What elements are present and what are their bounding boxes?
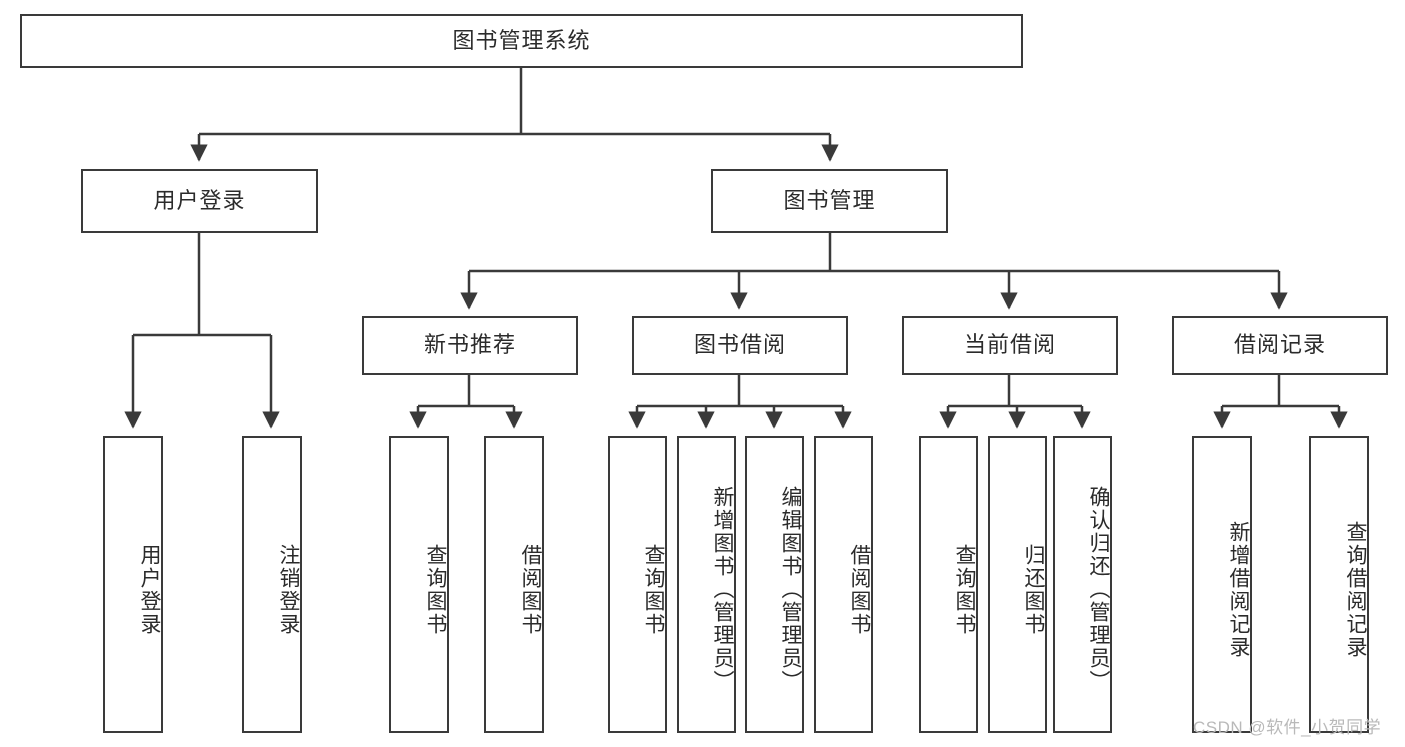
leaf-user-login-signin-label: 用户登录 <box>138 543 161 636</box>
leaf-current-return-book-label: 归还图书 <box>1022 543 1045 636</box>
watermark-csdn: CSDN @软件_小贺同学 <box>1193 718 1382 737</box>
node-book-management[interactable]: 图书管理 <box>711 169 948 233</box>
node-borrow-records-label: 借阅记录 <box>1233 332 1326 358</box>
node-current-borrow[interactable]: 当前借阅 <box>902 316 1118 375</box>
node-new-book-recommend-label: 新书推荐 <box>423 332 516 358</box>
leaf-user-login-signin[interactable]: 用户登录 <box>103 436 163 733</box>
node-root[interactable]: 图书管理系统 <box>20 14 1023 68</box>
node-current-borrow-label: 当前借阅 <box>963 332 1056 358</box>
leaf-records-query-record[interactable]: 查询借阅记录 <box>1309 436 1369 733</box>
leaf-borrow-query-book-label: 查询图书 <box>642 543 665 636</box>
node-user-login-label: 用户登录 <box>153 187 246 213</box>
leaf-borrow-borrow-book[interactable]: 借阅图书 <box>814 436 873 733</box>
leaf-borrow-query-book[interactable]: 查询图书 <box>608 436 667 733</box>
leaf-borrow-add-book-admin[interactable]: 新增图书（管理员） <box>677 436 736 733</box>
leaf-user-login-signout-label: 注销登录 <box>277 543 300 636</box>
node-borrow-records[interactable]: 借阅记录 <box>1172 316 1388 375</box>
node-book-borrow-label: 图书借阅 <box>693 332 786 358</box>
leaf-new-book-query-label: 查询图书 <box>424 543 447 636</box>
leaf-current-confirm-return-admin-label: 确认归还（管理员） <box>1087 486 1110 693</box>
leaf-new-book-borrow[interactable]: 借阅图书 <box>484 436 544 733</box>
leaf-current-return-book[interactable]: 归还图书 <box>988 436 1047 733</box>
node-book-borrow[interactable]: 图书借阅 <box>632 316 848 375</box>
leaf-user-login-signout[interactable]: 注销登录 <box>242 436 302 733</box>
leaf-records-add-record-label: 新增借阅记录 <box>1227 520 1250 659</box>
leaf-borrow-add-book-admin-label: 新增图书（管理员） <box>711 486 734 693</box>
leaf-borrow-borrow-book-label: 借阅图书 <box>848 543 871 636</box>
leaf-records-query-record-label: 查询借阅记录 <box>1344 520 1367 659</box>
node-book-management-label: 图书管理 <box>783 187 876 213</box>
node-new-book-recommend[interactable]: 新书推荐 <box>362 316 578 375</box>
node-user-login[interactable]: 用户登录 <box>81 169 318 233</box>
leaf-current-confirm-return-admin[interactable]: 确认归还（管理员） <box>1053 436 1112 733</box>
node-root-label: 图书管理系统 <box>452 27 591 53</box>
leaf-new-book-borrow-label: 借阅图书 <box>519 543 542 636</box>
leaf-current-query-book-label: 查询图书 <box>953 543 976 636</box>
leaf-current-query-book[interactable]: 查询图书 <box>919 436 978 733</box>
leaf-records-add-record[interactable]: 新增借阅记录 <box>1192 436 1252 733</box>
leaf-borrow-edit-book-admin-label: 编辑图书（管理员） <box>779 486 802 693</box>
leaf-new-book-query[interactable]: 查询图书 <box>389 436 449 733</box>
leaf-borrow-edit-book-admin[interactable]: 编辑图书（管理员） <box>745 436 804 733</box>
